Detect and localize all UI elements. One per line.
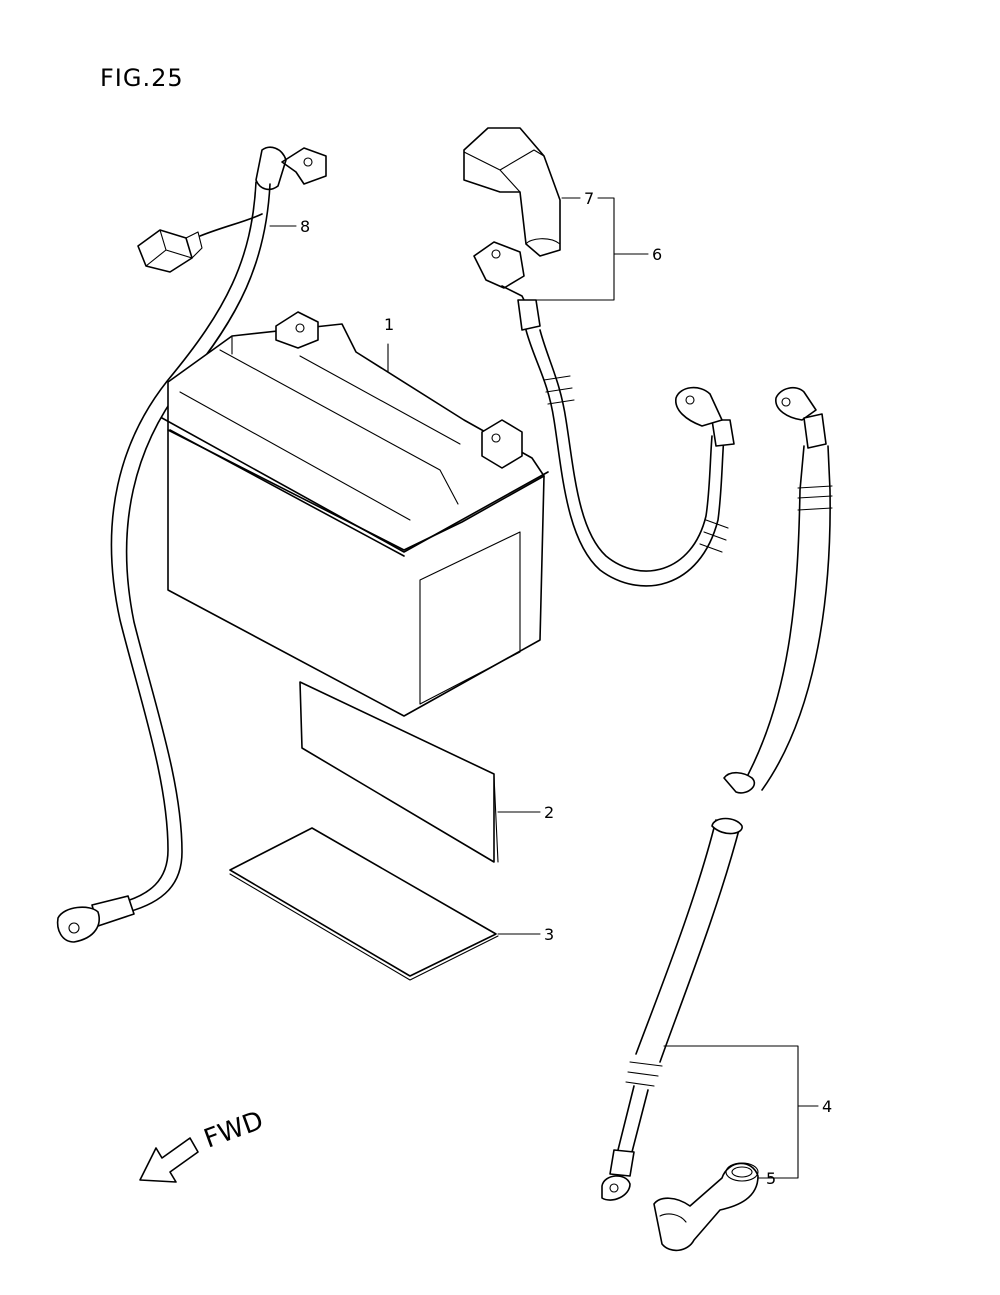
- forward-arrow-icon: [139, 1137, 199, 1183]
- callout-4: 4: [822, 1097, 832, 1116]
- forward-direction-indicator: FWD: [139, 1106, 267, 1183]
- callout-7: 7: [584, 189, 594, 208]
- negative-battery-lead: [601, 386, 833, 1201]
- callout-8: 8: [300, 217, 310, 236]
- callout-3: 3: [544, 925, 554, 944]
- positive-terminal-cover: [463, 127, 581, 257]
- battery-tray-pad: [229, 827, 541, 981]
- callout-6: 6: [652, 245, 662, 264]
- terminal-cover: [653, 1162, 781, 1252]
- figure-title: FIG.25: [100, 64, 184, 92]
- starter-relay-lead: [56, 146, 327, 943]
- callout-1: 1: [384, 315, 394, 334]
- fwd-label: FWD: [200, 1106, 267, 1155]
- callout-2: 2: [544, 803, 554, 822]
- battery: [161, 311, 549, 717]
- battery-pad: [299, 681, 541, 863]
- callout-5: 5: [766, 1169, 776, 1188]
- positive-battery-lead-assembly: [473, 197, 735, 587]
